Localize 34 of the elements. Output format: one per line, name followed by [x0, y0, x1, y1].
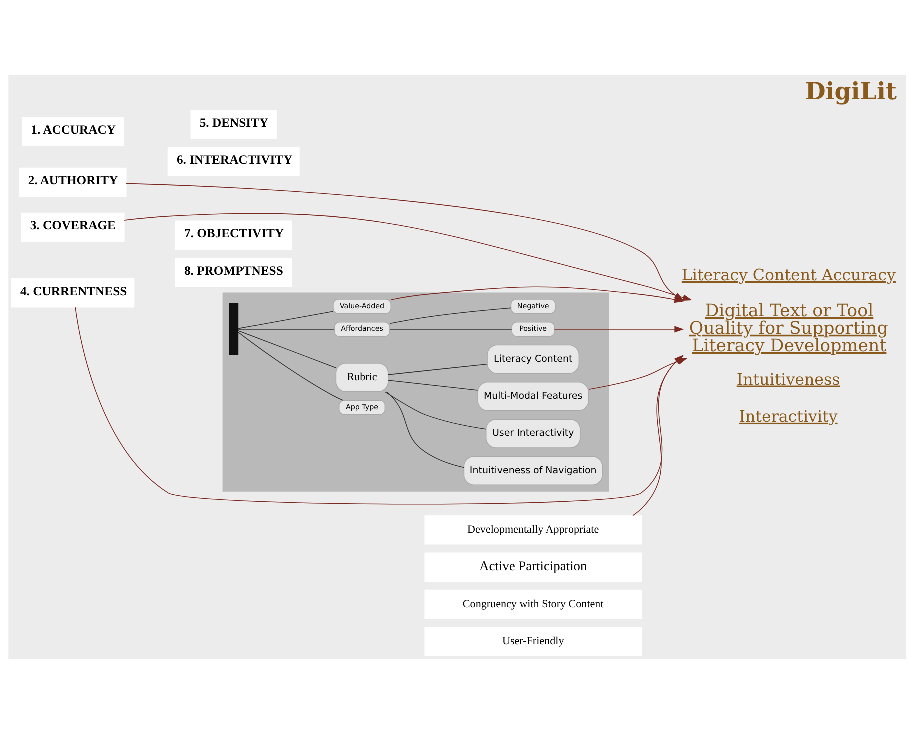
node-box: Literacy Content	[487, 344, 580, 374]
connector	[390, 328, 512, 330]
node-box: Multi-Modal Features	[478, 382, 590, 411]
connector	[238, 310, 334, 329]
node-box: Affordances	[334, 321, 390, 336]
connector	[238, 328, 335, 330]
cluster	[222, 292, 610, 492]
node-box: Rubric	[336, 362, 389, 392]
node-box: Value-Added	[333, 298, 392, 314]
arrow	[554, 326, 684, 332]
label: Literacy Content Accuracy	[682, 264, 896, 284]
node-box: 3. COVERAGE	[21, 212, 125, 242]
node-bar	[229, 302, 239, 356]
node-text: Digital Text or Tool Quality for Supporting Literacy Development	[689, 301, 888, 356]
node-box: Developmentally Appropriate	[424, 515, 642, 544]
node-box: Negative	[510, 298, 556, 314]
node-box: Intuitiveness of Navigation	[464, 456, 603, 486]
label: Intuitiveness	[736, 369, 840, 388]
diagram-title: DigiLit	[805, 77, 897, 105]
connector	[238, 331, 344, 400]
node-box: App Type	[338, 400, 386, 415]
node-box: 2. AUTHORITY	[19, 167, 127, 197]
connector	[238, 330, 336, 368]
arrow	[75, 306, 684, 504]
connector	[390, 307, 512, 324]
arrow	[632, 354, 684, 516]
label: Interactivity	[739, 406, 838, 426]
node-box: Positive	[512, 321, 556, 336]
connector	[388, 363, 488, 375]
connector	[384, 391, 486, 430]
node-box: User Interactivity	[486, 418, 581, 448]
node-box: 4. CURRENTNESS	[11, 278, 135, 308]
connector	[388, 380, 478, 390]
connector	[386, 391, 464, 468]
